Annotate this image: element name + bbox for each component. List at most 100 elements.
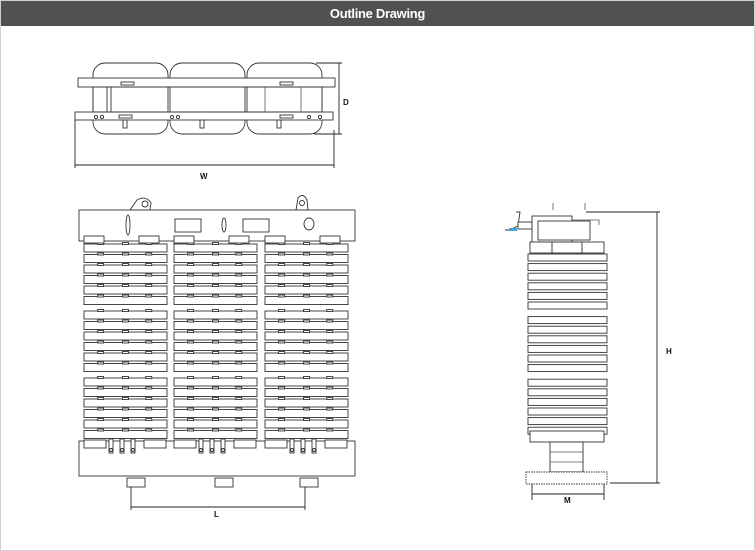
fin-spacer (122, 263, 129, 266)
fin-spacer (122, 376, 129, 379)
cooling-fin (83, 310, 168, 320)
cooling-fin (173, 409, 258, 418)
fin-spacer (278, 330, 286, 333)
cooling-fin (264, 254, 349, 263)
fin-spacer (212, 397, 219, 400)
cooling-fin (173, 430, 258, 439)
fin-spacer (212, 263, 219, 266)
base-support (549, 441, 584, 473)
fin-spacer (145, 428, 153, 432)
coil-1 (92, 62, 169, 135)
fin-spacer (122, 361, 129, 365)
mounting-foot (126, 477, 146, 488)
fin-spacer (235, 361, 243, 365)
cooling-fin (173, 264, 258, 274)
fin-spacer (122, 418, 129, 421)
cooling-fin (527, 397, 608, 406)
fin-spacer (303, 428, 310, 432)
terminal-bolt (312, 448, 316, 452)
nameplate-window (174, 218, 202, 233)
fin-spacer (326, 319, 334, 323)
fin-spacer (187, 418, 195, 421)
bolt-hole (93, 114, 99, 120)
fin-spacer (122, 407, 129, 411)
cooling-fin (173, 310, 258, 320)
fin-spacer (235, 294, 243, 298)
cooling-fin (527, 325, 608, 334)
fin-spacer (145, 263, 153, 266)
fin-spacer (303, 418, 310, 421)
fin-spacer (212, 330, 219, 333)
fin-spacer (235, 386, 243, 390)
fin-spacer (187, 340, 195, 344)
fin-spacer (326, 418, 334, 421)
fin-spacer (187, 407, 195, 411)
fin-spacer (235, 252, 243, 256)
fin-spacer (97, 386, 105, 390)
cooling-fin (264, 430, 349, 439)
clamp-block (228, 235, 250, 244)
fin-spacer (187, 284, 195, 287)
terminal-post (108, 438, 114, 454)
mounting-foot (299, 477, 319, 488)
fin-spacer (326, 397, 334, 400)
bolt-hole (99, 114, 105, 120)
fin-spacer (97, 252, 105, 256)
terminal-post (119, 438, 125, 454)
fin-spacer (303, 386, 310, 390)
cooling-fin (527, 407, 608, 416)
fin-spacer (122, 428, 129, 432)
fin-spacer (235, 273, 243, 277)
fin-spacer (145, 418, 153, 421)
fin-spacer (235, 407, 243, 411)
fin-spacer (212, 361, 219, 365)
terminal-post (300, 438, 306, 454)
fin-spacer (187, 397, 195, 400)
cooling-fin (527, 378, 608, 387)
terminal-post (198, 438, 204, 454)
fin-spacer (187, 273, 195, 277)
cooling-fin (173, 363, 258, 372)
terminal-bolt (210, 448, 214, 452)
fin-spacer (235, 428, 243, 432)
clamp-block (173, 235, 195, 244)
cooling-fin (173, 352, 258, 362)
bolt-hole (317, 114, 323, 120)
fin-spacer (303, 397, 310, 400)
fin-spacer (278, 418, 286, 421)
fin-spacer (122, 309, 129, 312)
fin-spacer (212, 418, 219, 421)
cooling-fin (264, 363, 349, 372)
fin-spacer (122, 351, 129, 354)
cooling-fin (264, 388, 349, 397)
fin-spacer (122, 242, 129, 245)
fin-spacer (145, 351, 153, 354)
fin-spacer (145, 319, 153, 323)
cooling-fin (83, 254, 168, 263)
cooling-fin (527, 253, 608, 262)
fin-spacer (145, 407, 153, 411)
fin-spacer (235, 309, 243, 312)
cooling-fin (527, 316, 608, 325)
cooling-fin (527, 417, 608, 426)
core-outline (92, 86, 323, 113)
fin-spacer (212, 309, 219, 312)
fin-spacer (303, 376, 310, 379)
fin-spacer (278, 428, 286, 432)
clamp-block (264, 235, 286, 244)
fin-spacer (187, 252, 195, 256)
cooling-fin (83, 243, 168, 253)
fin-spacer (326, 294, 334, 298)
fin-spacer (187, 376, 195, 379)
page-title: Outline Drawing (1, 1, 754, 26)
fin-spacer (122, 397, 129, 400)
front-view: L (78, 195, 356, 519)
fin-spacer (278, 319, 286, 323)
cooling-fin (527, 291, 608, 300)
fin-spacer (187, 309, 195, 312)
fin-spacer (278, 273, 286, 277)
cooling-fin (83, 296, 168, 305)
bolt-plate (279, 81, 294, 86)
fin-spacer (303, 252, 310, 256)
